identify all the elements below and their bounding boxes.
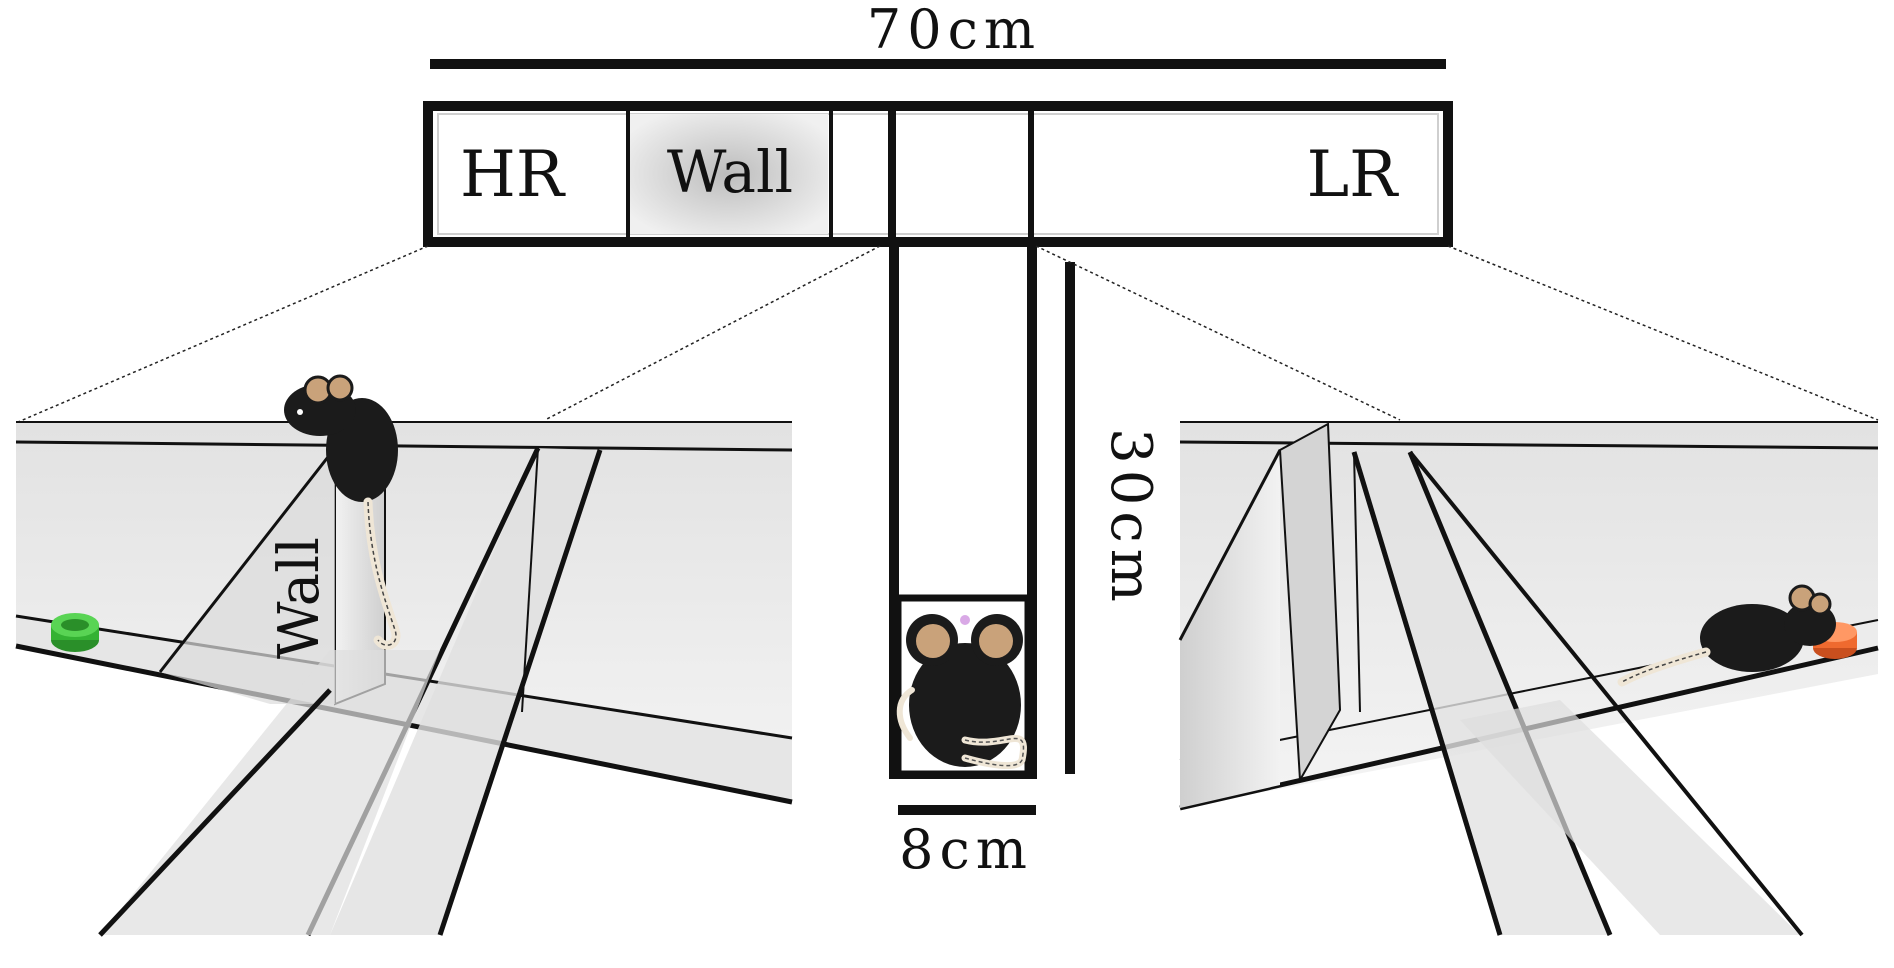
wall-side-label: Wall xyxy=(267,537,332,659)
left-perspective-view: Wall xyxy=(15,374,793,937)
low-reward-label: LR xyxy=(1307,138,1400,212)
start-mouse-icon xyxy=(896,614,1027,770)
eating-mouse-icon xyxy=(1617,584,1836,687)
top-view-schematic: 70cm HR Wall LR xyxy=(423,0,1453,881)
wall-cell-shading xyxy=(628,114,828,234)
climbing-mouse-icon xyxy=(284,374,401,650)
cross-arm-inner-frame xyxy=(437,113,1439,235)
projection-lines xyxy=(17,245,1879,423)
length-scale-label: 30cm xyxy=(1098,428,1163,608)
width-scale-label: 70cm xyxy=(867,0,1041,61)
cross-arm-outline xyxy=(423,101,1453,247)
wall-top-label: Wall xyxy=(667,138,793,206)
high-reward-label: HR xyxy=(460,138,566,212)
arm-width-scale-label: 8cm xyxy=(899,818,1033,881)
green-food-cup-icon xyxy=(51,613,99,652)
right-perspective-view xyxy=(1178,421,1879,937)
